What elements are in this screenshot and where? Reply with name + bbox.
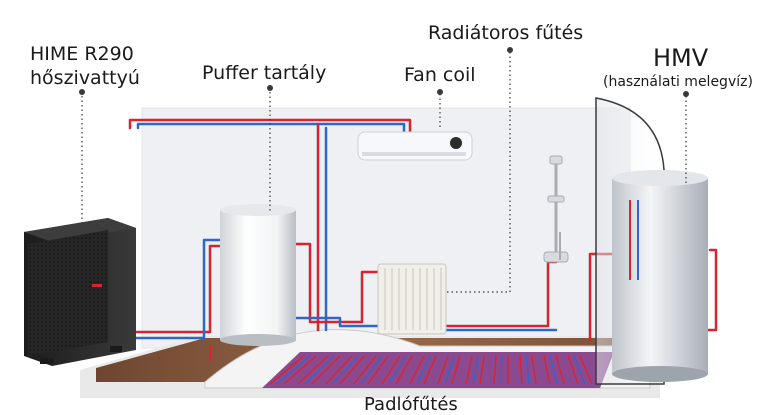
leader-dots	[79, 47, 689, 97]
buffer-tank-icon	[220, 204, 296, 346]
label-heat-pump: HIME R290 hőszivattyú	[30, 42, 140, 90]
label-heat-pump-line2: hőszivattyú	[30, 67, 140, 89]
shower-icon	[543, 155, 569, 263]
label-buffer-tank: Puffer tartály	[202, 62, 327, 84]
heat-pump-icon	[24, 218, 136, 366]
radiator-icon	[377, 263, 447, 335]
label-heat-pump-line1: HIME R290	[30, 43, 134, 65]
floor-heating-icon	[262, 352, 614, 388]
label-radiator-heating: Radiátoros fűtés	[428, 22, 584, 44]
label-fan-coil: Fan coil	[404, 64, 476, 86]
hot-water-tank-icon	[612, 170, 708, 382]
label-floor-heating: Padlófűtés	[364, 394, 458, 415]
label-hmv-subtitle: (használati melegvíz)	[603, 74, 753, 90]
fan-coil-icon	[357, 131, 473, 161]
label-hmv: HMV	[653, 44, 709, 72]
leader-lines	[81, 52, 687, 293]
